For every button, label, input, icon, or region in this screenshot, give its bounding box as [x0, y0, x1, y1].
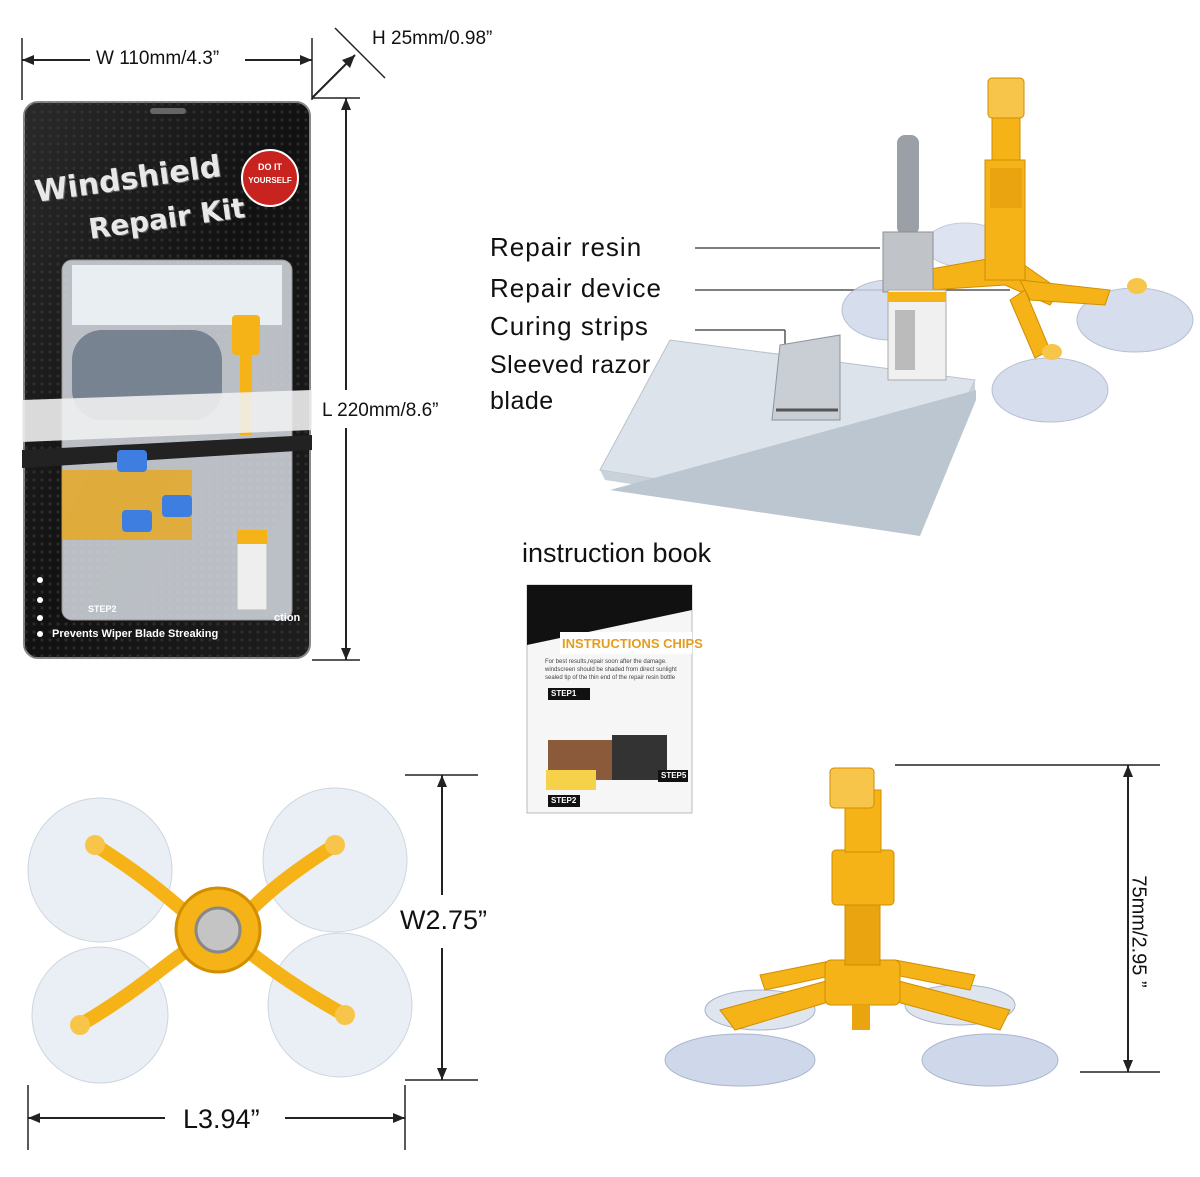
callout-repair-resin: Repair resin — [490, 232, 643, 262]
instruction-book-intro: For best results,repair soon after the d… — [545, 659, 677, 681]
curing-strips — [599, 339, 976, 536]
package-bullet-text: Prevents Wiper Blade Streaking — [52, 628, 219, 640]
instruction-book-step1: STEP1 — [551, 689, 577, 698]
callout-razor-blade-line2: blade — [490, 387, 554, 415]
instruction-book-step2: STEP2 — [551, 796, 577, 805]
callout-razor-blade-line1: Sleeved razor — [490, 351, 651, 379]
instruction-book-step5: STEP5 — [661, 771, 687, 780]
package-badge-line1: DO IT — [258, 162, 282, 172]
package-step-label: STEP2 — [88, 604, 117, 614]
package-artwork — [22, 101, 312, 659]
length-dimension-label: L 220mm/8.6” — [322, 400, 439, 421]
width-dimension-label: W 110mm/4.3” — [96, 48, 220, 69]
device-side-view — [664, 767, 1059, 1087]
package-badge-line2: YOURSELF — [248, 176, 292, 185]
razor-blade — [771, 334, 841, 421]
base-length-label: L3.94” — [183, 1104, 260, 1134]
instruction-booklet-art — [526, 584, 693, 814]
height-dimension-label: H 25mm/0.98” — [372, 28, 493, 49]
instruction-book-caption: instruction book — [522, 538, 712, 568]
device-top-view — [27, 787, 413, 1084]
kit-package: Windshield Repair Kit DO IT YOURSELF STE… — [22, 100, 312, 660]
callout-curing-strips: Curing strips — [490, 311, 649, 341]
callout-repair-device: Repair device — [490, 273, 662, 303]
instruction-book-heading: INSTRUCTIONS CHIPS — [562, 636, 703, 651]
package-fragment-text: ction — [274, 612, 301, 624]
base-width-label: W2.75” — [400, 905, 488, 935]
